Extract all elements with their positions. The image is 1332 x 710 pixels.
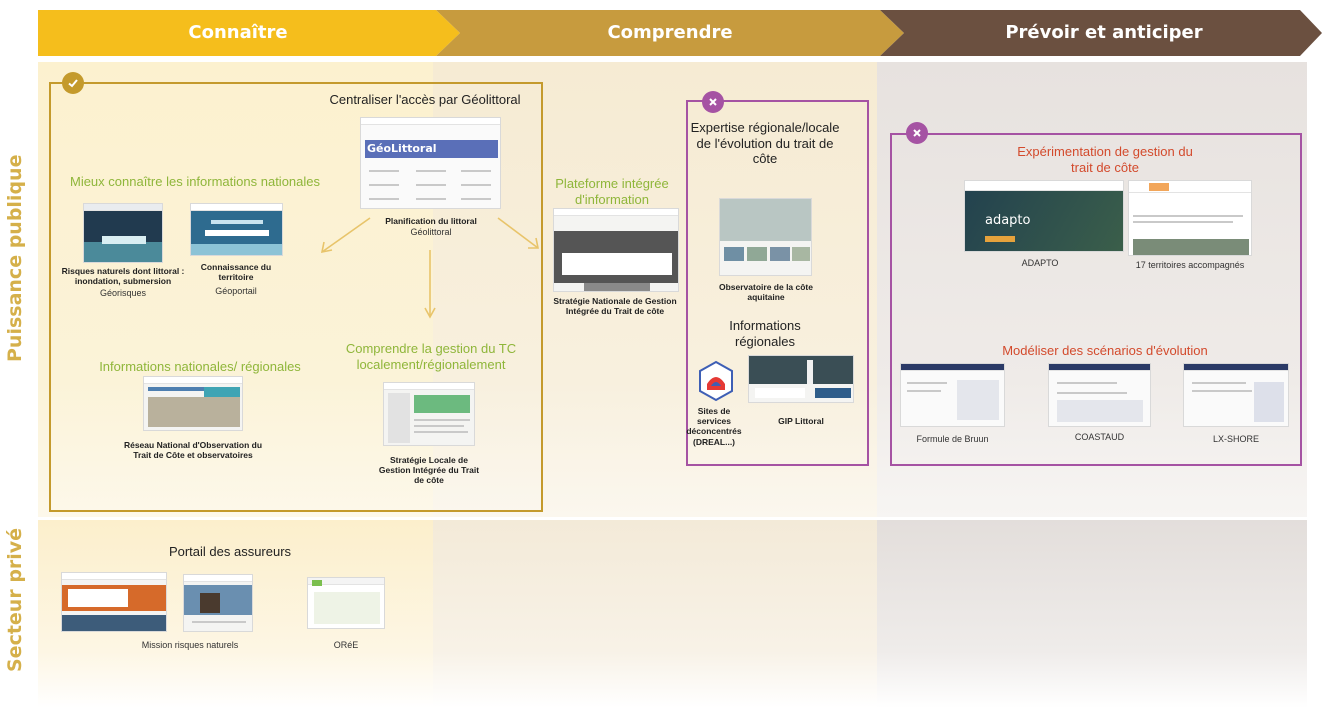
comprendre-gestion-label: Comprendre la gestion du TC localement/r…: [345, 341, 517, 372]
arrows: [320, 217, 539, 319]
mission-caption: Mission risques naturels: [141, 640, 239, 650]
plateforme-label: Plateforme intégrée d'information: [555, 176, 669, 207]
expertise-box: [686, 100, 869, 466]
marianne-icon: [699, 360, 733, 402]
territoires-screenshot: [1128, 180, 1252, 256]
geolittoral-screenshot: GéoLittoral: [360, 117, 501, 209]
experimentation-box: [890, 133, 1302, 466]
cell-prevoir-private: [877, 520, 1307, 708]
infos-regionales-label: Informations régionales: [729, 318, 801, 349]
expertise-label: Expertise régionale/locale de l'évolutio…: [690, 120, 840, 167]
georisques-screenshot: [83, 203, 163, 263]
infos-nat-reg-label: Informations nationales/ régionales: [99, 359, 301, 374]
coastaud-screenshot: [1048, 363, 1151, 427]
cross-icon: [913, 129, 921, 137]
cross-badge-1: [702, 91, 724, 113]
geoportail-screenshot: [190, 203, 283, 256]
experimentation-label: Expérimentation de gestion du trait de c…: [1017, 144, 1193, 175]
sites-caption-bold: Sites de services déconcentrés (DREAL...…: [686, 406, 742, 447]
adapto-screenshot: adapto: [964, 180, 1124, 252]
observatoire-screenshot: [719, 198, 812, 276]
header-chevrons: [38, 10, 1322, 56]
cell-prevoir-public: [877, 62, 1307, 517]
mission-screenshot-2: [183, 574, 253, 632]
lxshore-caption: LX-SHORE: [1212, 434, 1259, 444]
bruun-caption: Formule de Bruun: [916, 434, 989, 444]
oree-caption: ORéE: [333, 640, 359, 650]
row-label-public: Puissance publique: [4, 154, 26, 362]
gip-screenshot: [748, 355, 854, 403]
geoportail-caption-bold: Connaissance du territoire: [200, 262, 272, 283]
oree-screenshot: [307, 577, 385, 629]
strategie-nationale-caption-bold: Stratégie Nationale de Gestion Intégrée …: [553, 296, 677, 317]
cell-comprendre-private: [433, 520, 877, 708]
adapto-logo: adapto: [985, 213, 1031, 228]
reseau-caption-bold: Réseau National d'Observation du Trait d…: [123, 440, 263, 461]
gip-caption-bold: GIP Littoral: [778, 416, 824, 426]
bruun-screenshot: [900, 363, 1005, 427]
header-comprendre: Comprendre: [607, 22, 733, 43]
cross-badge-2: [906, 122, 928, 144]
header-prevoir: Prévoir et anticiper: [1005, 22, 1203, 43]
portail-label: Portail des assureurs: [168, 544, 292, 559]
coastaud-caption: COASTAUD: [1074, 432, 1125, 442]
observatoire-caption-bold: Observatoire de la côte aquitaine: [718, 282, 813, 303]
lxshore-screenshot: [1183, 363, 1289, 427]
geolittoral-logo: GéoLittoral: [367, 142, 437, 155]
cross-icon: [709, 98, 717, 106]
strategie-nationale-screenshot: [553, 208, 679, 292]
territoires-caption: 17 territoires accompagnés: [1135, 260, 1245, 270]
row-label-private: Secteur privé: [4, 527, 26, 672]
connaitre-box: [49, 82, 543, 512]
geolittoral-caption: Géolittoral: [410, 227, 452, 237]
reseau-screenshot: [143, 376, 243, 431]
geolittoral-caption-bold: Planification du littoral: [385, 216, 477, 226]
strategie-locale-caption-bold: Stratégie Locale de Gestion Intégrée du …: [378, 455, 480, 486]
strategie-locale-screenshot: [383, 382, 475, 446]
modeliser-label: Modéliser des scénarios d'évolution: [1002, 343, 1208, 358]
mieux-connaitre-label: Mieux connaître les informations nationa…: [69, 174, 321, 189]
georisques-caption-bold: Risques naturels dont littoral : inondat…: [61, 266, 185, 287]
check-icon: [68, 79, 78, 88]
mission-screenshot-1: [61, 572, 167, 632]
centraliser-label: Centraliser l'accès par Géolittoral: [329, 92, 521, 107]
adapto-caption: ADAPTO: [1021, 258, 1059, 268]
dreal-logo: [697, 360, 735, 402]
geoportail-caption: Géoportail: [215, 286, 257, 296]
check-badge: [62, 72, 84, 94]
georisques-caption: Géorisques: [99, 288, 147, 298]
header-connaitre: Connaître: [188, 22, 288, 43]
